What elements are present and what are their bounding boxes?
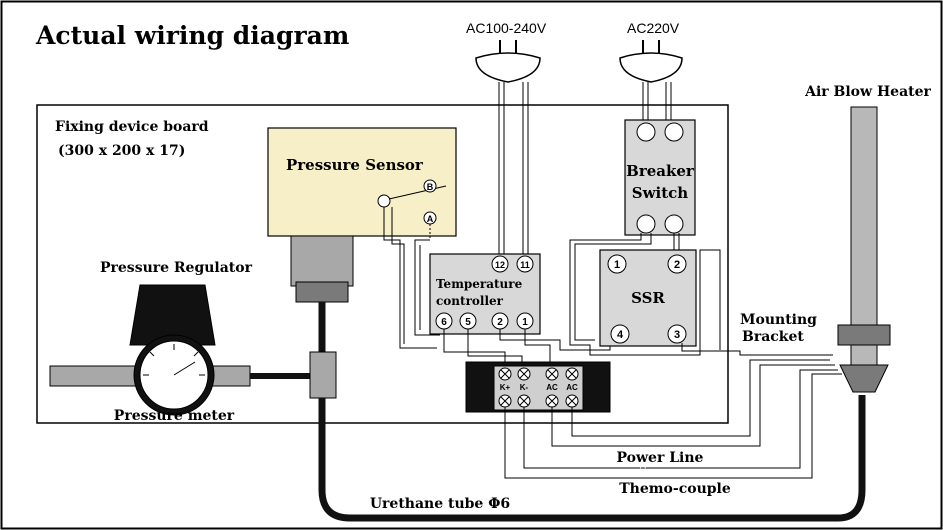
controller-terminal-label: 5 bbox=[465, 317, 471, 328]
ssr-terminal-icon bbox=[667, 254, 687, 274]
breaker-terminal-icon bbox=[636, 214, 656, 234]
gauge-ticks bbox=[143, 344, 205, 376]
ac-plug-right-icon bbox=[619, 40, 683, 83]
power-line-label: Power Line bbox=[617, 450, 704, 466]
mounting-bracket-label-line1: Mounting bbox=[740, 312, 817, 328]
sensor-stem bbox=[290, 235, 354, 287]
ssr-terminal-label: 1 bbox=[614, 259, 620, 271]
sensor-terminal-b-label: B bbox=[427, 182, 434, 192]
air-blow-heater bbox=[850, 106, 878, 348]
ssr-terminal-icon bbox=[667, 324, 687, 344]
controller-terminal-icon bbox=[516, 255, 534, 273]
breaker-terminal-icon bbox=[664, 214, 684, 234]
controller-wires bbox=[443, 329, 611, 366]
controller-terminal-label: 1 bbox=[522, 317, 528, 328]
heater-neck bbox=[850, 344, 878, 366]
sensor-switch-lever-icon bbox=[388, 185, 447, 200]
controller-terminal-label: 11 bbox=[520, 260, 530, 270]
ac-plug-left-icon bbox=[475, 40, 541, 83]
pressure-regulator-label: Pressure Regulator bbox=[100, 260, 253, 276]
ssr-terminal-icon bbox=[610, 324, 630, 344]
controller-terminal-icon bbox=[491, 255, 509, 273]
pressure-regulator-body bbox=[129, 284, 216, 346]
board-dims: (300 x 200 x 17) bbox=[58, 143, 185, 159]
controller-label-line2: controller bbox=[436, 294, 504, 308]
sensor-terminal-a-label: A bbox=[427, 214, 434, 224]
ssr-terminal-label: 4 bbox=[617, 329, 624, 341]
thermocouple-label: Themo-couple bbox=[619, 481, 731, 497]
terminal-label: AC bbox=[566, 383, 578, 392]
controller-terminal-label: 12 bbox=[495, 260, 505, 270]
power-wires-right bbox=[642, 82, 672, 123]
sensor-wires bbox=[383, 207, 440, 349]
breaker-terminal-icon bbox=[636, 122, 656, 142]
ssr-terminal-icon bbox=[607, 254, 627, 274]
heater-nozzle bbox=[839, 364, 889, 393]
mounting-bracket-label-line2: Bracket bbox=[742, 329, 804, 345]
breaker-switch bbox=[624, 119, 696, 236]
controller-terminal-label: 2 bbox=[497, 317, 503, 328]
terminal-label: AC bbox=[546, 383, 558, 392]
board-label: Fixing device board bbox=[55, 119, 209, 135]
ssr-terminal-label: 3 bbox=[674, 329, 680, 341]
pressure-sensor-label: Pressure Sensor bbox=[286, 156, 424, 174]
plug-right-label: AC220V bbox=[627, 20, 680, 36]
breaker-ssr-wires bbox=[569, 233, 701, 356]
pressure-meter-label: Pressure meter bbox=[114, 408, 235, 424]
sensor-common-terminal-icon bbox=[377, 194, 391, 208]
tube-tee-fitting bbox=[309, 351, 337, 399]
breaker-label-line1: Breaker bbox=[626, 162, 695, 180]
sensor-terminal-b-icon bbox=[423, 179, 437, 193]
ssr-label: SSR bbox=[631, 289, 665, 307]
urethane-tube bbox=[318, 395, 866, 522]
breaker-terminal-icon bbox=[664, 122, 684, 142]
sensor-fitting bbox=[295, 281, 349, 303]
breaker-label-line2: Switch bbox=[632, 184, 689, 202]
controller-terminal-label: 6 bbox=[441, 317, 447, 328]
controller-label-line1: Temperature bbox=[436, 277, 523, 291]
terminal-screw-row-bottom bbox=[498, 394, 579, 408]
air-blow-heater-label: Air Blow Heater bbox=[804, 84, 931, 100]
terminal-screw-row-top bbox=[498, 367, 579, 381]
output-wires bbox=[504, 249, 842, 479]
power-wires-left bbox=[498, 82, 529, 258]
plug-left-label: AC100-240V bbox=[466, 20, 547, 36]
mounting-bracket bbox=[837, 324, 891, 346]
ssr-terminal-label: 2 bbox=[674, 259, 680, 271]
urethane-tube-label: Urethane tube Φ6 bbox=[370, 496, 510, 512]
terminal-label: K- bbox=[520, 383, 529, 392]
terminal-label: K+ bbox=[500, 383, 511, 392]
diagram-title: Actual wiring diagram bbox=[35, 21, 349, 50]
